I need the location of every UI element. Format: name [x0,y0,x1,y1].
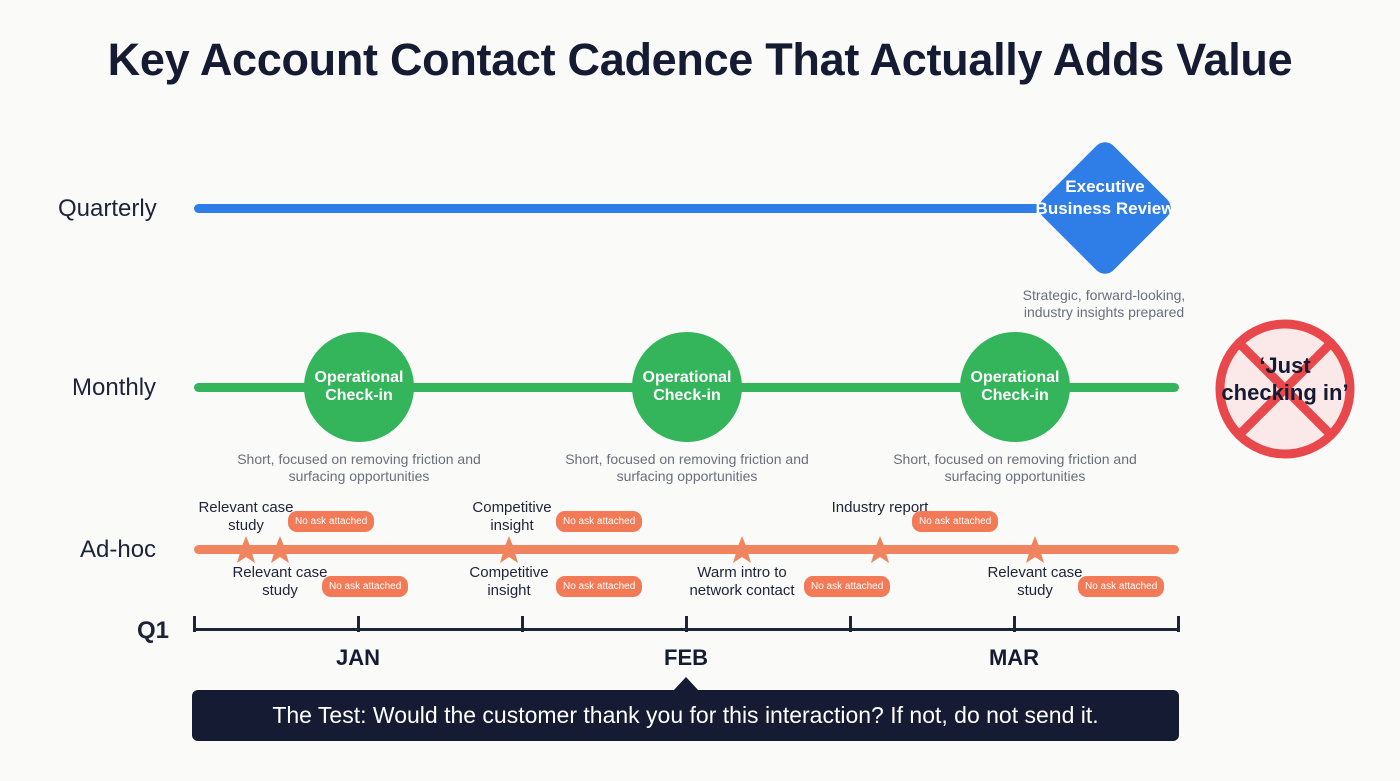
callout-pointer [673,677,699,691]
activity-label: Relevant case study [232,564,328,599]
activity-label: Industry report [831,499,929,516]
month-label-jan: JAN [335,645,380,670]
axis-tick [1013,616,1016,632]
checkin-note: Short, focused on removing friction and … [237,451,481,484]
no-ask-badge: No ask attached [912,511,999,532]
row-label-monthly: Monthly [72,374,157,401]
no-ask-badge: No ask attached [556,576,643,597]
checkin-label: Operational Check-in [642,369,732,404]
no-ask-badge: No ask attached [804,576,891,597]
star-icon [1021,536,1049,563]
row-label-adhoc: Ad-hoc [80,536,157,563]
quarterly-track [194,204,1044,213]
axis-tick [1177,616,1180,632]
period-label: Q1 [137,617,170,644]
test-callout: The Test: Would the customer thank you f… [192,690,1179,741]
axis-tick [849,616,852,632]
anti-pattern-label: ‘Just checking in’ [1221,353,1349,405]
page-title: Key Account Contact Cadence That Actuall… [107,34,1293,85]
milestone-note: Strategic, forward-looking, industry ins… [1022,287,1186,320]
month-label-mar: MAR [988,645,1040,670]
no-ask-badge: No ask attached [1078,576,1165,597]
no-ask-badge: No ask attached [556,511,643,532]
activity-label: Relevant case study [198,499,294,534]
checkin-note: Short, focused on removing friction and … [565,451,809,484]
star-icon [866,536,894,563]
activity-label: Competitive insight [472,499,552,534]
checkin-label: Operational Check-in [314,369,404,404]
checkin-node: Operational Check-in [960,332,1070,442]
star-icon [266,536,294,563]
row-label-quarterly: Quarterly [58,195,157,222]
checkin-label: Operational Check-in [970,369,1060,404]
activity-label: Competitive insight [469,564,549,599]
star-icon [232,536,260,563]
month-label-feb: FEB [664,645,708,670]
milestone-label: Executive Business Review [1035,177,1175,218]
star-icon [728,536,756,563]
axis-tick [521,616,524,632]
star-icon [495,536,523,563]
axis-tick [685,616,688,632]
axis-tick [193,616,196,632]
executive-review-milestone: Executive Business Review [1034,137,1176,279]
adhoc-track [194,545,1179,554]
activity-label: Warm intro to network contact [689,564,795,599]
checkin-node: Operational Check-in [304,332,414,442]
checkin-node: Operational Check-in [632,332,742,442]
no-ask-badge: No ask attached [322,576,409,597]
axis-tick [357,616,360,632]
prohibited-icon [1215,319,1355,459]
no-ask-badge: No ask attached [288,511,375,532]
checkin-note: Short, focused on removing friction and … [893,451,1137,484]
activity-label: Relevant case study [987,564,1083,599]
